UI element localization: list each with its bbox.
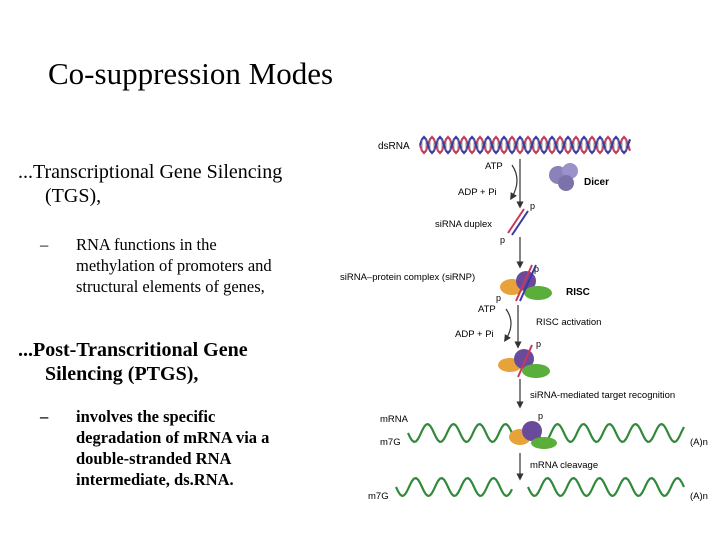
label-p-4: p (496, 293, 501, 303)
bullet-ptgs: ...Post-Transcritional Gene Silencing (P… (18, 338, 348, 386)
rnai-pathway-diagram: dsRNA ATP ADP + Pi Dicer p siRNA duplex … (340, 135, 708, 502)
label-p-6: p (538, 411, 543, 421)
label-p-5: p (536, 339, 541, 349)
sub-bullet-dash: – (40, 407, 49, 426)
label-an-2: (A)n (690, 491, 708, 502)
sub-tgs-line2: methylation of promoters and (76, 256, 272, 275)
label-adp-1: ADP + Pi (458, 187, 497, 198)
sub-tgs-line3: structural elements of genes, (76, 277, 265, 296)
label-sirna-duplex: siRNA duplex (435, 219, 492, 230)
sub-bullet-dash: – (40, 235, 49, 254)
label-dsrna: dsRNA (378, 141, 410, 152)
sub-ptgs-line4: intermediate, ds.RNA. (76, 470, 234, 489)
dsrna-helix (418, 135, 632, 155)
mrna-fragment-5prime (395, 476, 513, 498)
bullet-ptgs-line2: Silencing (PTGS), (45, 363, 199, 385)
label-m7g-1: m7G (380, 437, 401, 448)
sub-ptgs-line3: double-stranded RNA (76, 449, 232, 468)
slide-title: Co-suppression Modes (48, 56, 334, 91)
sirna-duplex-shape (507, 208, 529, 236)
active-risc-shape (498, 344, 550, 378)
label-p-2: p (500, 235, 505, 245)
label-p-3: p (534, 264, 539, 274)
label-sirnp: siRNA–protein complex (siRNP) (340, 272, 475, 283)
label-mrna-cleavage: mRNA cleavage (530, 460, 598, 471)
dicer-shape (549, 163, 578, 191)
sub-ptgs-line1: involves the specific (76, 407, 216, 426)
label-risc: RISC (566, 287, 590, 298)
sub-tgs-line1: RNA functions in the (76, 235, 217, 254)
label-m7g-2: m7G (368, 491, 389, 502)
bullet-tgs: ...Transcriptional Gene Silencing (TGS), (18, 160, 348, 208)
arrow-atp-1 (510, 164, 518, 201)
label-target-recognition: siRNA-mediated target recognition (530, 390, 675, 401)
label-p-1: p (530, 201, 535, 211)
arrow-atp-2 (504, 308, 512, 343)
bullet-ptgs-line1: ...Post-Transcritional Gene (18, 339, 248, 361)
bullet-tgs-line2: (TGS), (45, 185, 102, 207)
bullet-tgs-line1: ...Transcriptional Gene Silencing (18, 161, 283, 183)
sub-ptgs-line2: degradation of mRNA via a (76, 428, 270, 447)
sub-bullet-tgs: – RNA functions in the methylation of pr… (40, 234, 340, 297)
mrna-fragment-3prime (527, 476, 685, 498)
label-atp-1: ATP (485, 161, 503, 172)
label-mrna: mRNA (380, 414, 409, 425)
risc-on-mrna-shape (509, 421, 557, 449)
label-atp-2: ATP (478, 304, 496, 315)
sirnp-complex-shape (500, 264, 552, 302)
label-risc-activation: RISC activation (536, 317, 601, 328)
label-an-1: (A)n (690, 437, 708, 448)
sub-bullet-ptgs: – involves the specific degradation of m… (40, 406, 340, 490)
label-adp-2: ADP + Pi (455, 329, 494, 340)
label-dicer: Dicer (584, 177, 609, 188)
